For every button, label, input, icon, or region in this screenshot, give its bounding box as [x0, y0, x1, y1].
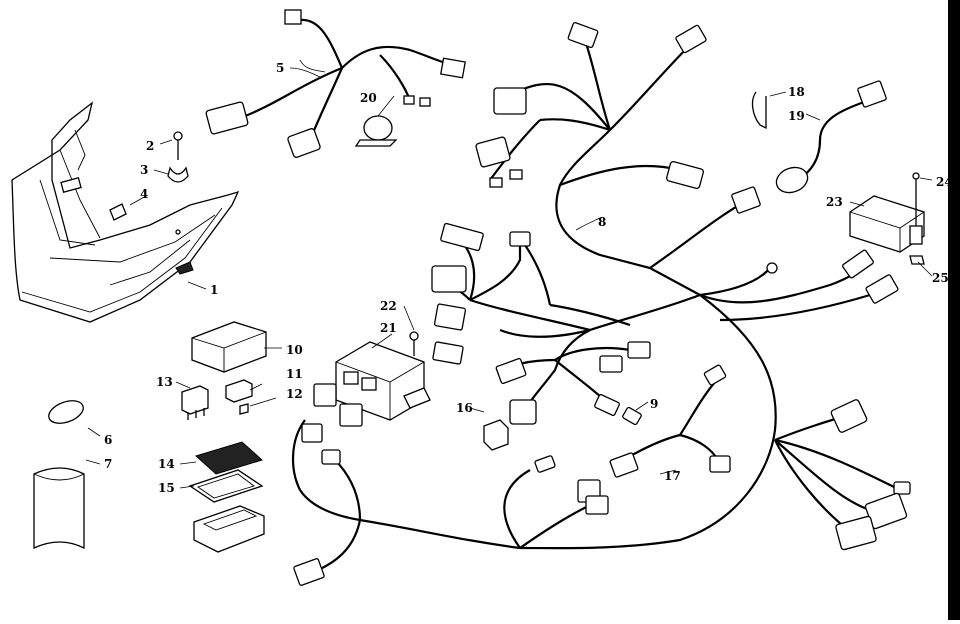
- buzzer-20: [354, 115, 398, 147]
- connectors-main: [293, 22, 911, 586]
- callout-7: 7: [104, 457, 112, 471]
- callout-1: 1: [210, 283, 218, 297]
- fuse-block-base: [193, 505, 265, 553]
- callout-23: 23: [826, 195, 843, 209]
- gasket-15: [188, 469, 264, 503]
- clip-12: [239, 403, 249, 415]
- harness-17: [609, 364, 731, 478]
- sleeve-7: [33, 467, 85, 550]
- callout-3: 3: [140, 163, 148, 177]
- edge-bar: [948, 0, 960, 620]
- clip-4: [109, 203, 127, 221]
- sensor-19: [775, 80, 887, 194]
- ring-6: [48, 400, 84, 424]
- connector-16: [483, 419, 509, 451]
- callout-2: 2: [146, 139, 154, 153]
- callout-25: 25: [932, 271, 949, 285]
- callout-labels: 1 2 3 4 5 6 7 8 9 10 11 12 13 14 15 16 1…: [104, 61, 953, 495]
- ecu-21: [301, 341, 431, 443]
- fuse-grid-14: [195, 441, 263, 475]
- callout-16: 16: [456, 401, 473, 415]
- fuse-cover-10: [191, 321, 267, 373]
- bolt-24: [909, 172, 923, 245]
- callout-9: 9: [650, 397, 658, 411]
- callout-4: 4: [140, 187, 148, 201]
- connector-9: [622, 406, 642, 426]
- leaders: [85, 67, 933, 489]
- nut-25: [909, 255, 925, 265]
- headlight-housing: [11, 101, 240, 323]
- callout-18: 18: [788, 85, 805, 99]
- callout-11: 11: [286, 367, 303, 381]
- harness-5: [205, 9, 466, 158]
- relay-13: [181, 385, 209, 420]
- screw-2: [173, 131, 183, 160]
- clip-18: [751, 91, 767, 130]
- callout-21: 21: [380, 321, 397, 335]
- callout-17: 17: [664, 469, 681, 483]
- callout-14: 14: [158, 457, 175, 471]
- bolt-22: [409, 331, 419, 356]
- callout-12: 12: [286, 387, 303, 401]
- relay-11: [225, 379, 253, 403]
- callout-22: 22: [380, 299, 397, 313]
- callout-20: 20: [360, 91, 377, 105]
- callout-10: 10: [286, 343, 303, 357]
- callout-15: 15: [158, 481, 175, 495]
- callout-8: 8: [598, 215, 606, 229]
- callout-5: 5: [276, 61, 284, 75]
- callout-13: 13: [156, 375, 173, 389]
- clamp-3: [167, 166, 189, 183]
- callout-6: 6: [104, 433, 112, 447]
- callout-19: 19: [788, 109, 805, 123]
